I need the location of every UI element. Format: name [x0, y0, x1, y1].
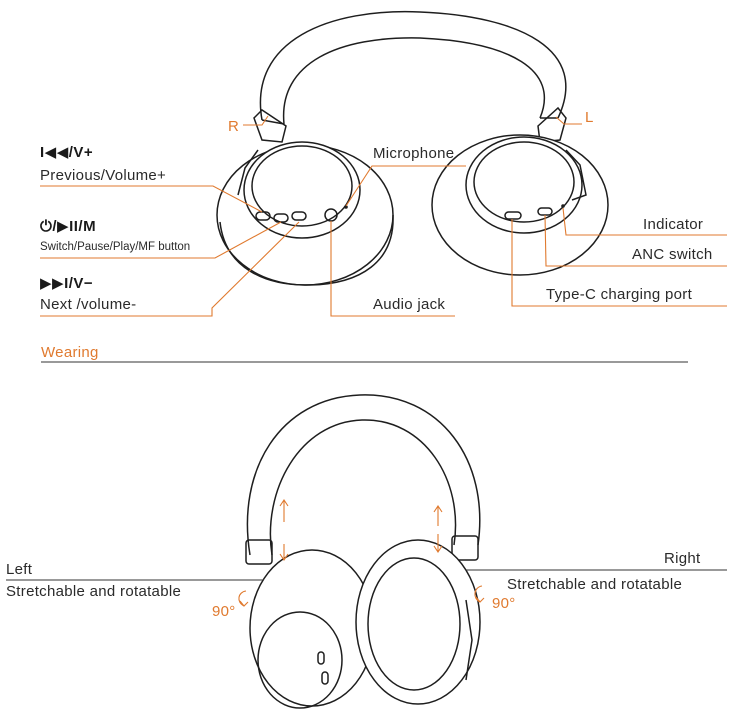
- switch-play-leader: [40, 221, 282, 259]
- prev-volume-leader: [40, 185, 263, 213]
- side-right-leader: [243, 115, 269, 126]
- left-angle: 90°: [212, 603, 236, 620]
- side-left-leader: [555, 116, 582, 125]
- side-right-letter: R: [228, 118, 239, 135]
- type-c-leader: [511, 219, 727, 307]
- switch-play-label: Switch/Pause/Play/MF button: [40, 241, 190, 253]
- right-angle: 90°: [492, 595, 516, 612]
- microphone-leader: [345, 165, 466, 207]
- indicator-label: Indicator: [643, 216, 703, 233]
- bottom-headphone-drawing: [245, 394, 481, 709]
- side-left-letter: L: [585, 109, 594, 126]
- switch-play-symbol: ⏻/▶II/M: [40, 218, 96, 235]
- anc-switch-leader: [544, 214, 727, 267]
- prev-volume-label: Previous/Volume+: [40, 167, 166, 184]
- microphone-label: Microphone: [373, 145, 454, 162]
- audio-jack-label: Audio jack: [373, 296, 445, 313]
- right-rotate-arrow: [474, 585, 485, 603]
- next-volume-label: Next /volume-: [40, 296, 136, 313]
- top-headphone-drawing: [216, 10, 609, 286]
- anc-switch-label: ANC switch: [632, 246, 713, 263]
- type-c-label: Type-C charging port: [546, 286, 693, 303]
- right-title: Right: [664, 550, 701, 567]
- left-rotate-arrow: [238, 590, 249, 607]
- next-volume-leader: [40, 221, 300, 317]
- left-title: Left: [6, 561, 33, 578]
- prev-volume-symbol: I◀◀/V+: [40, 144, 93, 161]
- right-desc: Stretchable and rotatable: [507, 576, 682, 593]
- next-volume-symbol: ▶▶I/V−: [40, 275, 93, 292]
- left-desc: Stretchable and rotatable: [6, 583, 181, 600]
- indicator-leader: [562, 207, 727, 236]
- audio-jack-leader: [330, 221, 455, 317]
- wearing-heading: Wearing: [41, 344, 99, 361]
